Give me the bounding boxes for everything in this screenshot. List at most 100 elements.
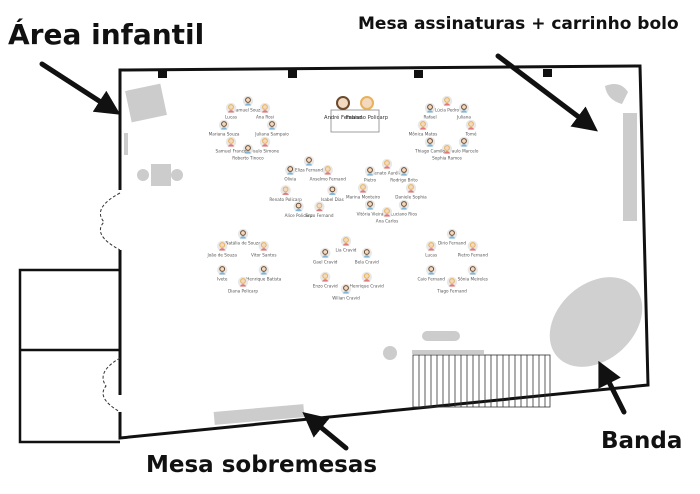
guest-avatar-face [295,202,302,209]
guest-name: Paulo Marcelo [449,148,478,153]
arrow-mesa-assinaturas [495,53,598,132]
head-table: André Fernand Fabiano Policarp [324,96,389,133]
guest-avatar-shirt [324,172,332,175]
guest-name: Samuel Franco [216,148,247,153]
guest-avatar-face [324,166,331,172]
guest-avatar-shirt [316,208,323,212]
bar-counter [422,331,460,341]
guest-name: Sophia Ramos [432,156,462,161]
label-area-infantil: Área infantil [8,18,205,51]
kids-area-mat [125,83,167,123]
chair-left [137,169,149,181]
guest-avatar-face [444,97,450,103]
guest-seat: Paulo Marcelo [449,136,479,153]
guest-avatar-shirt [460,144,468,147]
guest-name: Renato Aurélio [372,171,403,176]
guest-avatar-shirt [321,255,329,258]
guest-avatar-shirt [467,127,475,130]
guest-seat: Rafael [423,102,437,120]
dance-floor-edge [412,350,484,354]
guest-seat: Mariana Souza [209,119,240,137]
cake-cart [605,84,628,104]
guest-seat: Lucas [225,102,237,120]
guest-avatar-face [449,278,455,284]
guest-name: Ivete [217,277,228,282]
chair-right [171,169,183,181]
guest-seat: Vitória Vieira [357,199,384,216]
guest-avatar-face [427,138,433,144]
guest-seat: Enzo Cravid [313,271,338,289]
guest-avatar-shirt [342,243,350,246]
small-round-table [383,346,397,360]
guest-avatar-face [262,138,268,144]
guest-avatar-face [343,237,349,243]
guest-avatar-face [420,121,426,127]
guest-name: Eliza Fernand [295,168,323,173]
guest-seat: Paulo Simone [251,136,280,153]
guest-avatar-shirt [261,144,269,147]
guest-avatar-face [228,104,234,110]
guest-name: Marina Monteiro [346,195,380,200]
guest-avatar-face [282,186,289,193]
guest-avatar-face [428,242,435,248]
guest-seat: Henrique Batista [246,264,282,282]
guest-seat: Eliza Fernand [295,155,323,173]
guest-avatar-face [260,266,267,272]
guest-avatar-shirt [295,208,302,212]
guest-name: Enzo Fernand [305,213,334,218]
guest-avatar-face [260,242,267,248]
guest-seat: Juliana [456,102,471,120]
guest-avatar-face [384,160,390,166]
guest-avatar-shirt [227,110,235,113]
guest-seat: Henrique Cravid [350,271,384,289]
guest-avatar-shirt [227,144,235,147]
guest-avatar-face [408,184,414,190]
furniture [124,83,643,425]
guest-seat: Daniele Sophia [395,182,427,200]
guest-avatar-shirt [244,103,252,106]
guest-name: Alice Policarp [285,213,313,218]
guest-avatar-shirt [359,190,367,193]
guest-seat: Ana Rosi [256,102,274,120]
guest-avatar-face [367,201,373,207]
guest-avatar-shirt [407,190,415,193]
guest-seat: Bela Cravid [355,247,379,265]
guest-avatar-face [240,230,246,236]
guest-avatar-face [221,121,227,127]
guest-name: Isabel Dias [321,197,344,202]
arrow-area-infantil [39,61,121,115]
guest-avatar-shirt [460,110,468,113]
label-mesa-assinaturas: Mesa assinaturas + carrinho bolo [358,14,679,34]
guest-name: Sônia Meireles [458,277,488,282]
guest-name: Anselmo Fernand [310,177,347,182]
guest-name: Pietro Fernand [458,253,489,258]
guest-avatar-face [468,121,474,127]
guest-name: Gael Cravid [313,260,338,265]
guest-avatar-shirt [261,110,269,113]
guest-name: Samuel Souza [233,108,263,113]
guest-avatar-face [228,138,234,144]
guest-avatar-shirt [305,163,313,166]
guest-name: Rafael [423,115,436,120]
guest-avatar-face [219,266,226,272]
guest-seat: Natália de Souza [225,228,261,246]
guest-avatar-shirt [363,255,371,258]
guest-avatar-face [322,249,329,255]
guest-avatar-shirt [282,192,290,195]
guest-avatar-shirt [469,272,477,275]
guest-avatar-shirt [448,236,456,239]
guest-name: Lúcia Pedro [435,108,460,113]
guest-avatar-face [240,278,246,284]
guest-avatar-shirt [443,103,451,106]
head-table-guest-1: André Fernand [324,114,362,121]
guest-seat: Ana Carlos [376,206,398,224]
guest-avatar-face [401,167,407,173]
guest-avatar-shirt [400,173,408,176]
guest-name: João de Souza [206,253,237,258]
guest-seat: Ivete [217,264,228,282]
guest-seat: Renato Aurélio [372,158,403,176]
guest-name: Renato Policarp [269,197,302,202]
guest-seat: Tomé [464,119,477,137]
